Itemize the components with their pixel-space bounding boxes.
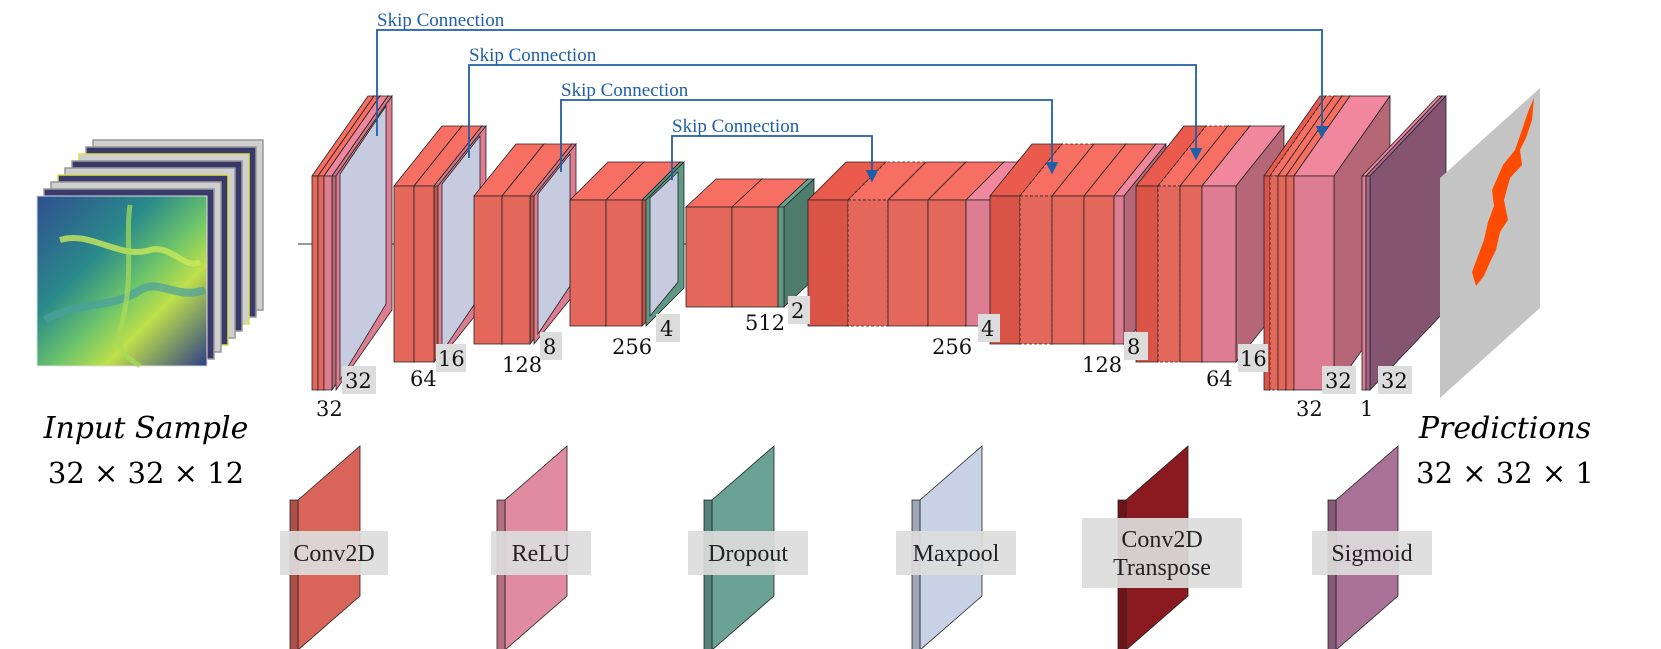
enc4-conv-a-front <box>569 199 607 327</box>
legend-label-box <box>491 531 591 575</box>
dec3-concat-front <box>1019 195 1053 345</box>
enc1-conv-b-front <box>317 175 325 391</box>
dim-dec3-depth: 128 <box>1082 353 1122 377</box>
enc1-maxpool-inner <box>339 104 387 382</box>
enc1-conv-a-front <box>311 175 319 391</box>
dim-enc4-spatial: 4 <box>660 317 673 341</box>
output-title: Predictions <box>1418 411 1591 446</box>
out-conv-front <box>1361 175 1367 391</box>
legend-item-relu: ReLU <box>491 445 591 649</box>
dim-enc4-depth: 256 <box>612 335 652 359</box>
dec2-concat-front <box>1157 185 1181 363</box>
dec4-conv-a-front <box>887 199 929 327</box>
dec4-upconv-front <box>807 199 849 327</box>
legend-label-box <box>1082 518 1242 588</box>
dec1-concat-front <box>1269 175 1279 391</box>
dim-dec2-depth: 64 <box>1206 367 1233 391</box>
enc3-conv-b-front <box>501 195 531 345</box>
skip-connections: Skip Connection Skip Connection Skip Con… <box>376 10 1329 183</box>
bottleneck-dropout-front <box>777 206 785 308</box>
legend-label: Maxpool <box>913 541 1000 567</box>
dim-dec4-spatial: 4 <box>981 317 994 341</box>
output-shape: 32 × 32 × 1 <box>1416 456 1594 490</box>
bottleneck-dropout <box>776 178 816 308</box>
enc2-conv-a-front <box>393 185 415 363</box>
skip-connection-label-1: Skip Connection <box>377 10 505 31</box>
enc1-maxpool <box>331 94 393 392</box>
dim-enc3-depth: 128 <box>502 353 542 377</box>
dim-dec1-spatial: 32 <box>1325 369 1352 393</box>
dim-bottleneck-spatial: 2 <box>791 299 804 323</box>
legend-label: ReLU <box>512 541 571 567</box>
dim-dec1-depth: 32 <box>1296 397 1323 421</box>
dim-enc1-depth: 32 <box>316 397 343 421</box>
dim-dec4-depth: 256 <box>932 335 972 359</box>
dec1-conv-b-front <box>1285 175 1295 391</box>
legend-item-conv2d: Conv2D <box>280 445 388 649</box>
dim-enc3-spatial: 8 <box>543 335 556 359</box>
input-front-slice <box>36 195 208 367</box>
dim-bottleneck-depth: 512 <box>745 311 785 335</box>
dim-dec3-spatial: 8 <box>1127 335 1140 359</box>
dim-dec2-spatial: 16 <box>1240 347 1267 371</box>
legend-label: Dropout <box>708 541 788 567</box>
bottleneck-conv-b-front <box>731 206 779 308</box>
prediction-blob <box>1472 98 1534 286</box>
dec4-relu-front <box>965 199 993 327</box>
enc4-dropout <box>641 161 685 327</box>
legend-label: Conv2D <box>293 541 374 567</box>
enc2-conv-b-front <box>413 185 435 363</box>
dec3-conv-a-front <box>1051 195 1085 345</box>
input-title: Input Sample <box>43 411 249 446</box>
legend-item-maxpool: Maxpool <box>896 445 1016 649</box>
out-sigmoid <box>1365 94 1447 392</box>
bottleneck-conv-a-front <box>685 206 733 308</box>
dec2-relu-front <box>1201 185 1237 363</box>
enc1-relu-front <box>323 175 333 391</box>
legend-label: Sigmoid <box>1331 541 1412 567</box>
dim-enc1-spatial: 32 <box>345 369 372 393</box>
skip-connection-label-3: Skip Connection <box>561 80 689 101</box>
enc3-maxpool <box>529 142 577 346</box>
dim-enc2-spatial: 16 <box>438 347 465 371</box>
skip-connection-1 <box>376 29 1329 139</box>
network-blocks <box>311 94 1447 392</box>
dim-out-spatial: 32 <box>1381 369 1408 393</box>
skip-connection-4 <box>671 135 879 183</box>
prediction-map <box>1440 88 1540 398</box>
input-sample-stack <box>36 139 264 369</box>
dec4-conv-b-front <box>927 199 967 327</box>
input-shape: 32 × 32 × 12 <box>48 456 244 490</box>
dec4-concat-front <box>847 199 889 327</box>
dec1-relu-front <box>1293 175 1335 391</box>
legend-label-box <box>280 531 388 575</box>
skip-connection-2 <box>468 64 1203 161</box>
legend-label-box <box>688 531 808 575</box>
dec3-conv-b-front <box>1083 195 1115 345</box>
legend-item-dropout: Dropout <box>688 445 808 649</box>
skip-connection-label-4: Skip Connection <box>672 116 800 137</box>
legend-label-box <box>1312 531 1432 575</box>
dimension-labels: 32 32 16 64 8 128 4 256 2 512 4 256 8 12… <box>316 296 1412 421</box>
legend-item-sigmoid: Sigmoid <box>1312 445 1432 649</box>
skip-connection-label-2: Skip Connection <box>469 45 597 66</box>
out-sigmoid-front <box>1365 175 1371 391</box>
enc4-conv-b-front <box>605 199 643 327</box>
enc4-dropout-inner <box>649 171 679 318</box>
dim-out-depth: 1 <box>1360 397 1373 421</box>
skip-connection-3 <box>560 99 1059 175</box>
dec3-relu-front <box>1113 195 1125 345</box>
enc3-conv-a-front <box>473 195 503 345</box>
dec1-conv-a-front <box>1277 175 1287 391</box>
dec2-conv-a-front <box>1179 185 1203 363</box>
dim-enc2-depth: 64 <box>410 367 437 391</box>
legend-label-box <box>896 531 1016 575</box>
